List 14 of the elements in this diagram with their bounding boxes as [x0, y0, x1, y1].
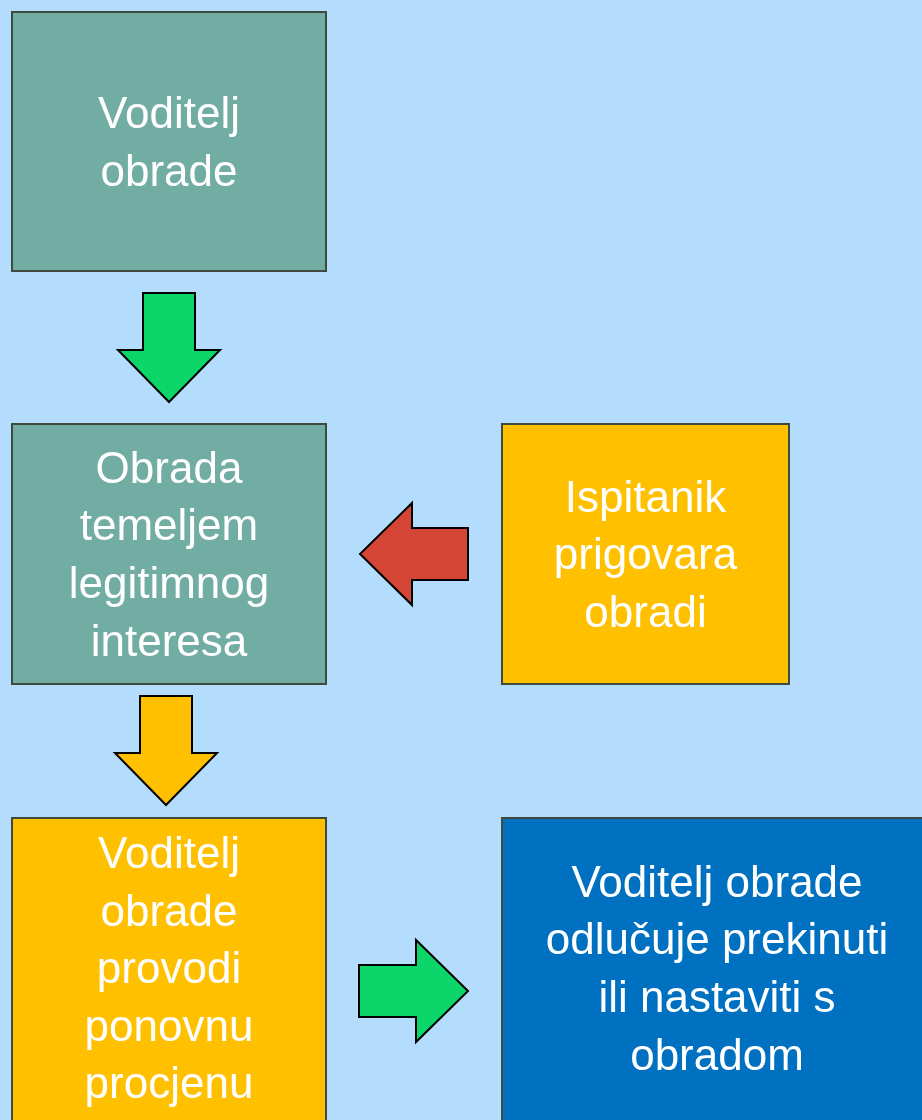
process-box: [11, 817, 327, 1120]
box-label: Voditelj obrade provodi ponovnu procjenu: [83, 826, 255, 1110]
process-box: [501, 817, 922, 1120]
box-label: Voditelj obrade: [97, 86, 241, 197]
box-label: Voditelj obrade odlučuje prekinuti ili nastaviti s obradom: [544, 855, 890, 1081]
block-arrow: [358, 937, 470, 1045]
block-arrow: [112, 695, 220, 807]
block-arrow: [115, 292, 223, 404]
box-label: Obrada temeljem legitimnog interesa: [67, 441, 271, 667]
block-arrow: [358, 500, 469, 608]
process-box: [11, 11, 327, 272]
process-box: [11, 423, 327, 685]
process-box: [501, 423, 790, 685]
box-label: Ispitanik prigovara obradi: [552, 470, 739, 638]
